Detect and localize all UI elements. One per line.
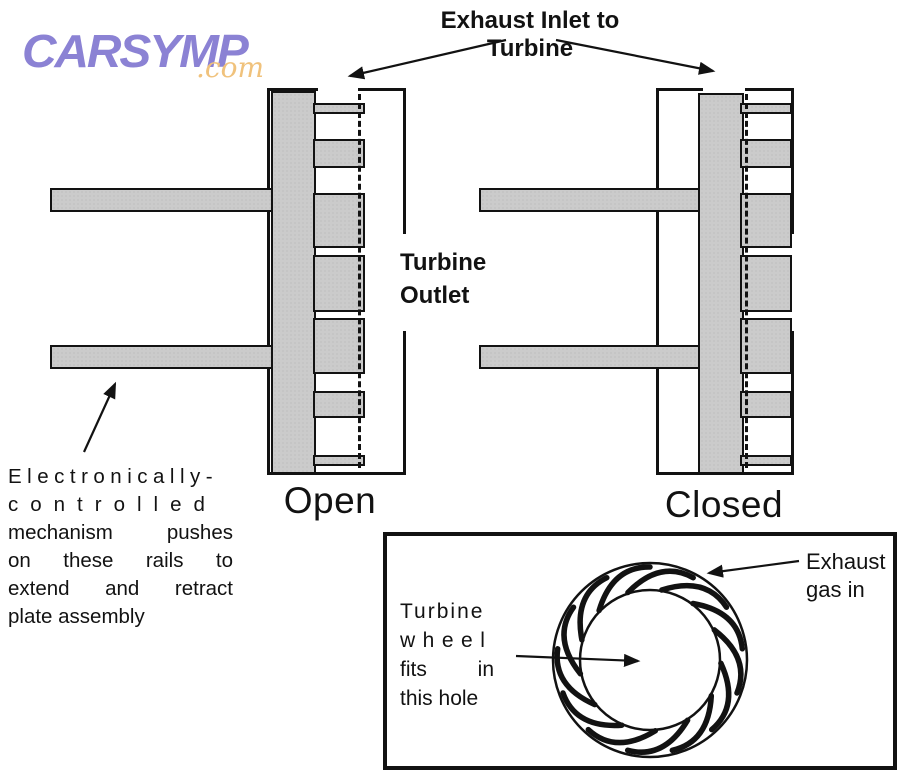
open-lower-rail bbox=[50, 345, 274, 369]
mechanism-caption-line: Electronically- bbox=[8, 465, 219, 488]
open-slide-plate bbox=[271, 91, 316, 474]
turbine-blade bbox=[659, 582, 730, 610]
mechanism-caption-line: on these rails to bbox=[8, 549, 233, 572]
rails-pointer-arrow bbox=[82, 381, 117, 453]
mechanism-caption: Electronically- controlled mechanism pus… bbox=[8, 463, 233, 631]
turbine-blade bbox=[596, 564, 653, 614]
turbine-blade bbox=[708, 660, 732, 733]
turbine-blade bbox=[625, 568, 696, 596]
logo-brand-text: CARSYMP bbox=[22, 25, 249, 77]
open-outlet-wall-upper bbox=[403, 88, 406, 234]
turbine-outlet-line: Outlet bbox=[400, 282, 470, 309]
wheel-caption-line: Turbine bbox=[400, 600, 485, 623]
carsymp-logo[interactable]: CARSYMP .com bbox=[22, 24, 272, 84]
exhaust-gas-line: Exhaust bbox=[806, 549, 886, 574]
turbine-blade bbox=[690, 600, 746, 652]
exhaust-inlet-caption: Exhaust Inlet to Turbine bbox=[440, 7, 620, 62]
logo-tld-text: .com bbox=[196, 51, 264, 84]
turbine-blade bbox=[669, 693, 715, 754]
turbine-blade bbox=[585, 726, 659, 746]
closed-slide-plate bbox=[698, 93, 744, 474]
open-vane bbox=[313, 318, 365, 374]
wheel-caption-line: wheel bbox=[400, 629, 493, 652]
wheel-caption-line: this hole bbox=[400, 687, 479, 710]
open-outlet-bracket-top bbox=[358, 88, 406, 91]
mechanism-caption-line: plate assembly bbox=[8, 605, 145, 628]
closed-vane bbox=[740, 255, 792, 312]
open-frame-left-line bbox=[267, 88, 270, 475]
open-vane bbox=[313, 255, 365, 312]
closed-vane bbox=[740, 318, 792, 374]
closed-frame-bottom-line bbox=[656, 472, 794, 475]
closed-frame-top-line bbox=[656, 88, 703, 91]
closed-outlet-wall-upper bbox=[791, 88, 794, 234]
exhaust-gas-line: gas in bbox=[806, 577, 865, 602]
turbine-blade bbox=[711, 627, 744, 696]
closed-state-label: Closed bbox=[664, 484, 784, 525]
mechanism-caption-line: mechanism pushes bbox=[8, 521, 233, 544]
turbine-blade bbox=[624, 717, 691, 755]
turbine-blade bbox=[561, 604, 584, 677]
open-frame-bottom-line bbox=[267, 472, 406, 475]
turbine-blade bbox=[560, 690, 625, 729]
closed-upper-rail bbox=[479, 188, 701, 212]
closed-frame-left-line bbox=[656, 88, 659, 475]
nozzle-blades bbox=[554, 564, 746, 755]
open-state-label: Open bbox=[283, 480, 377, 521]
open-vane bbox=[313, 139, 365, 168]
closed-nozzle-dashed-line bbox=[745, 94, 748, 468]
open-nozzle-dashed-line bbox=[358, 94, 361, 468]
open-vane bbox=[313, 391, 365, 418]
turbine-nozzle-ring bbox=[551, 561, 749, 759]
turbine-outlet-caption: Turbine Outlet bbox=[400, 246, 510, 312]
turbine-outlet-line: Turbine bbox=[400, 249, 487, 276]
closed-outlet-bracket-top bbox=[745, 88, 794, 91]
exhaust-gas-caption: Exhaust gas in bbox=[806, 548, 896, 604]
turbine-blade bbox=[577, 574, 610, 643]
open-vane bbox=[313, 193, 365, 248]
open-vane bbox=[313, 103, 365, 114]
mechanism-caption-line: extend and retract bbox=[8, 577, 233, 600]
closed-outlet-wall-lower bbox=[791, 331, 794, 475]
open-upper-rail bbox=[50, 188, 274, 212]
mechanism-caption-line: controlled bbox=[8, 493, 217, 516]
turbine-wheel-caption: Turbine wheel fits in this hole bbox=[400, 597, 494, 713]
open-frame-top-line bbox=[267, 88, 318, 91]
open-vane bbox=[313, 455, 365, 466]
wheel-caption-line: fits in bbox=[400, 658, 494, 681]
closed-lower-rail bbox=[479, 345, 701, 369]
open-outlet-wall-lower bbox=[403, 331, 406, 475]
closed-vane bbox=[740, 139, 792, 168]
